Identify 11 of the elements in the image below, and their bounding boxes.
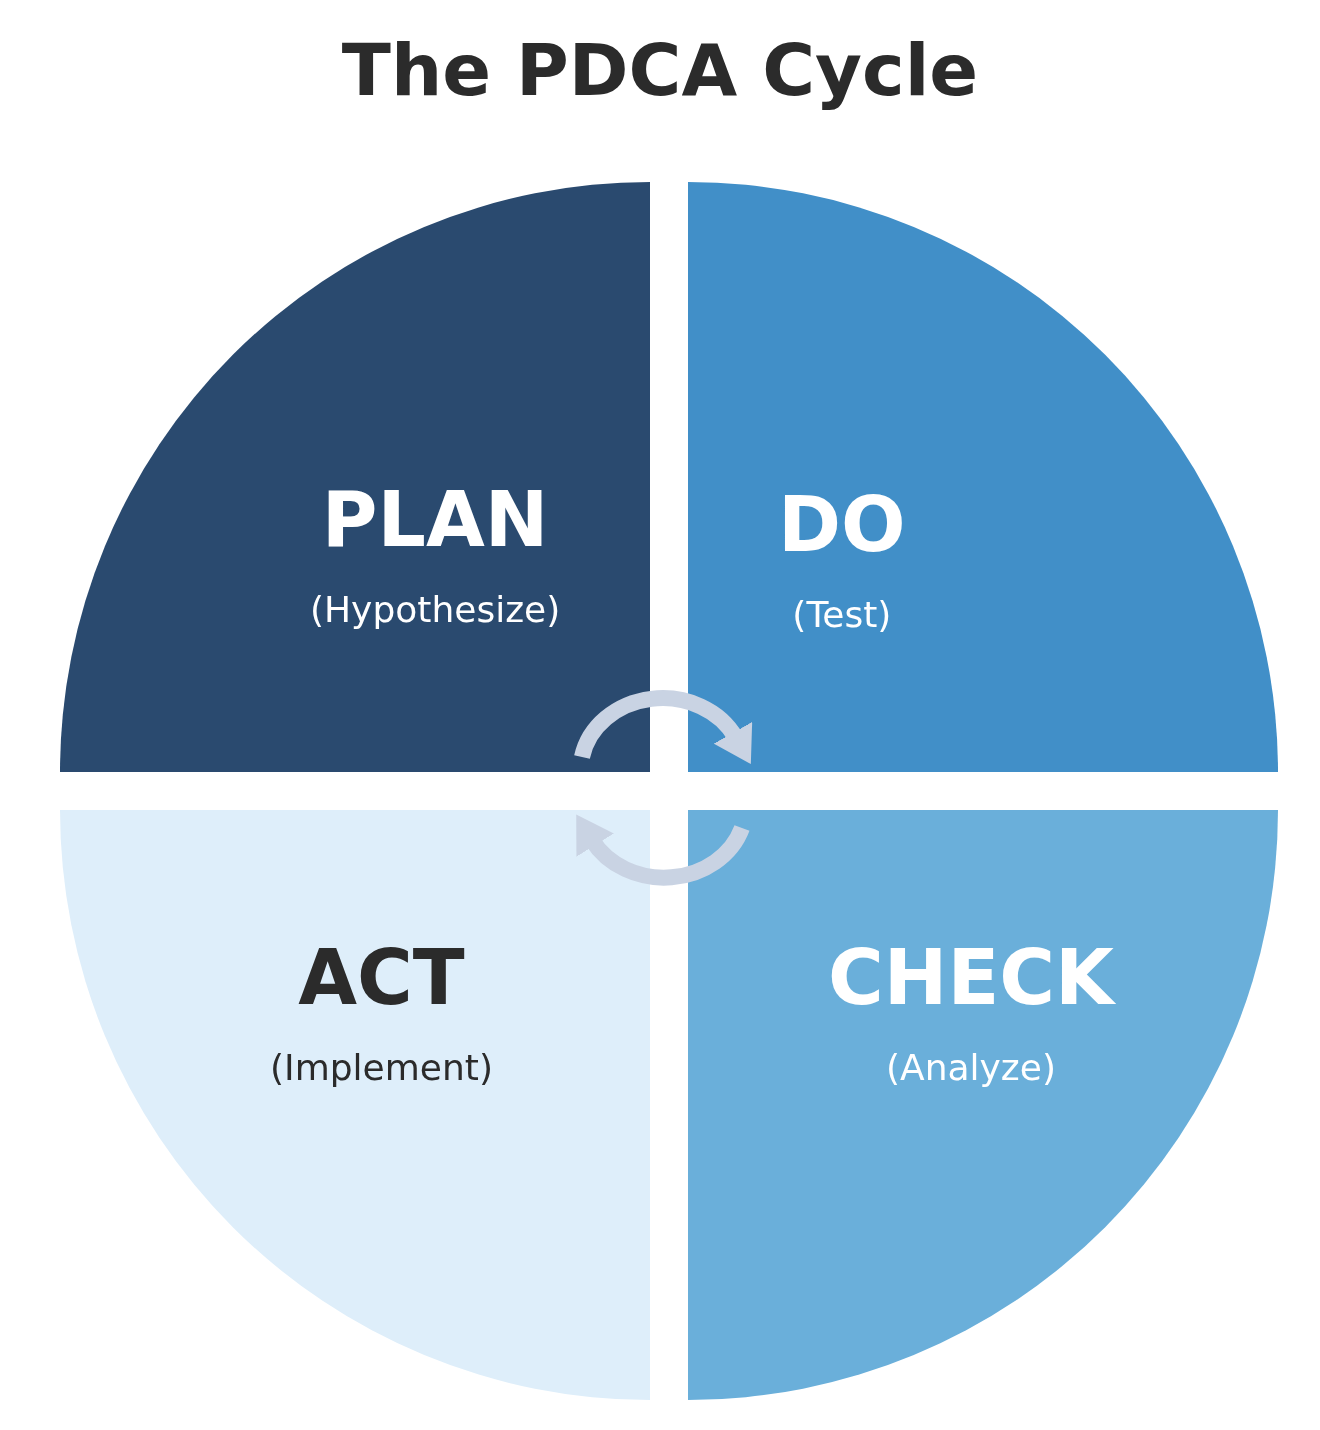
curved-arrow [574,815,750,886]
phase-description: (Test) [792,593,892,637]
phase-description: (Analyze) [886,1046,1056,1090]
phase-description: (Hypothesize) [310,588,561,632]
phase-heading: CHECK [828,940,1114,1016]
phase-heading: ACT [298,940,465,1016]
phase-description: (Implement) [270,1046,493,1090]
title: The PDCA Cycle [341,28,979,112]
curved-arrow [574,690,753,764]
phase-heading: PLAN [321,482,549,558]
phase-heading: DO [778,487,906,563]
